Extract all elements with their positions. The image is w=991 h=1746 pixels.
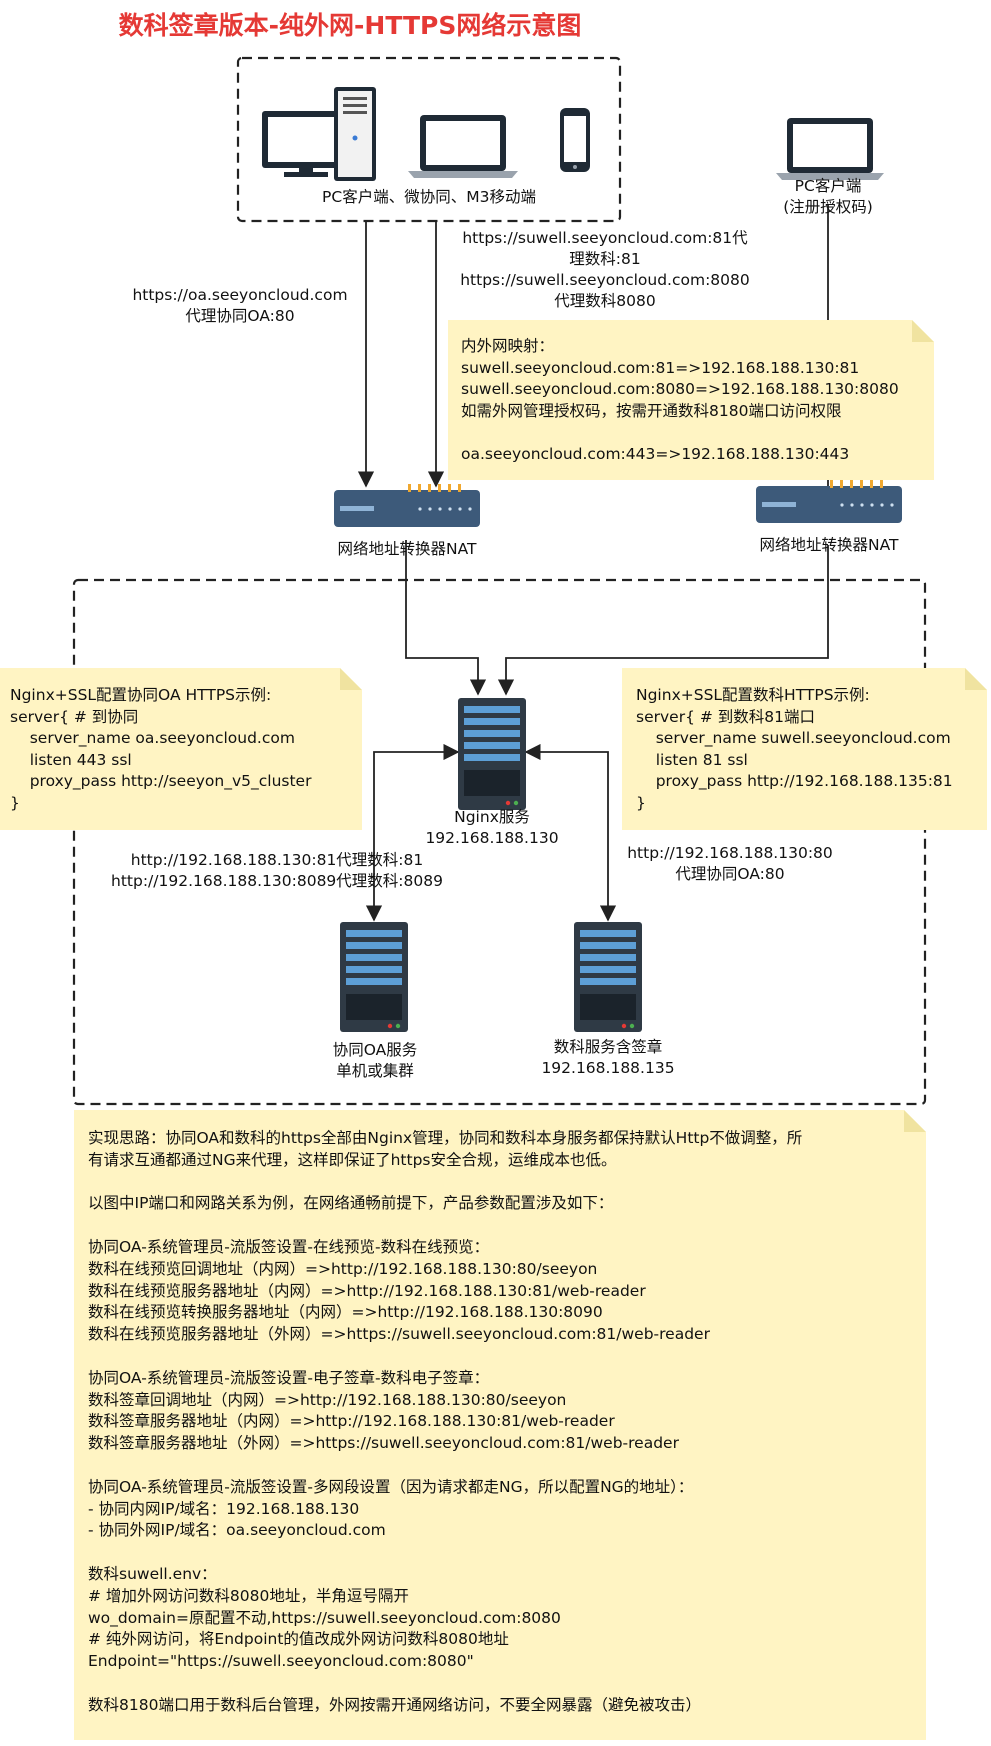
nat-left-label: 网络地址转换器NAT bbox=[337, 540, 477, 558]
mapping-note-shape bbox=[448, 320, 934, 480]
suwell-server-label: 数科服务含签章 192.168.188.135 bbox=[541, 1038, 675, 1077]
edge-nginx-suwell bbox=[524, 743, 617, 922]
pc-client-laptop-icon bbox=[776, 118, 884, 180]
oa-proxy-label: https://oa.seeyoncloud.com 代理协同OA:80 bbox=[132, 286, 348, 325]
suwell-server-icon bbox=[574, 922, 642, 1032]
internal-network-box bbox=[72, 578, 927, 1106]
nginx-suwell-note: Nginx+SSL配置数科HTTPS示例: server{ # 到数科81端口 … bbox=[636, 686, 953, 812]
oa-server-label: 协同OA服务 单机或集群 bbox=[332, 1041, 418, 1080]
pc-tower-icon bbox=[334, 87, 376, 181]
nginx-oa-note: Nginx+SSL配置协同OA HTTPS示例: server{ # 到协同 s… bbox=[10, 686, 312, 812]
nginx-to-oa-label: http://192.168.188.130:80 代理协同OA:80 bbox=[627, 844, 833, 883]
mobile-phone-icon bbox=[560, 108, 590, 172]
edge-nat-right-to-nginx bbox=[497, 545, 829, 696]
oa-server-icon bbox=[340, 922, 408, 1032]
edge-nginx-oa bbox=[365, 743, 460, 922]
nginx-label: Nginx服务 192.168.188.130 bbox=[425, 808, 559, 847]
summary-note: 实现思路：协同OA和数科的https全部由Nginx管理，协同和数科本身服务都保… bbox=[88, 1129, 803, 1714]
nginx-to-suwell-label: http://192.168.188.130:81代理数科:81 http://… bbox=[111, 851, 443, 890]
pc-client-label: PC客户端 (注册授权码) bbox=[783, 177, 873, 216]
nginx-suwell-note-shape bbox=[622, 668, 987, 830]
client-group-box bbox=[236, 56, 622, 223]
edge-nat-left-to-nginx bbox=[405, 540, 487, 696]
client-group-label: PC客户端、微协同、M3移动端 bbox=[322, 188, 536, 206]
suwell-proxy-label: https://suwell.seeyoncloud.com:81代 理数科:8… bbox=[460, 229, 750, 310]
nginx-server-icon bbox=[458, 698, 526, 810]
nat-right-label: 网络地址转换器NAT bbox=[759, 536, 899, 554]
summary-note-shape bbox=[74, 1110, 926, 1740]
nat-router-right-icon bbox=[756, 480, 902, 523]
mapping-note: 内外网映射： suwell.seeyoncloud.com:81=>192.16… bbox=[461, 337, 899, 463]
nginx-oa-note-shape bbox=[0, 668, 362, 830]
page-title: 数科签章版本-纯外网-HTTPS网络示意图 bbox=[118, 11, 582, 40]
desktop-monitor-icon bbox=[262, 111, 350, 177]
nat-router-left-icon bbox=[334, 484, 480, 527]
laptop-icon bbox=[408, 115, 518, 178]
